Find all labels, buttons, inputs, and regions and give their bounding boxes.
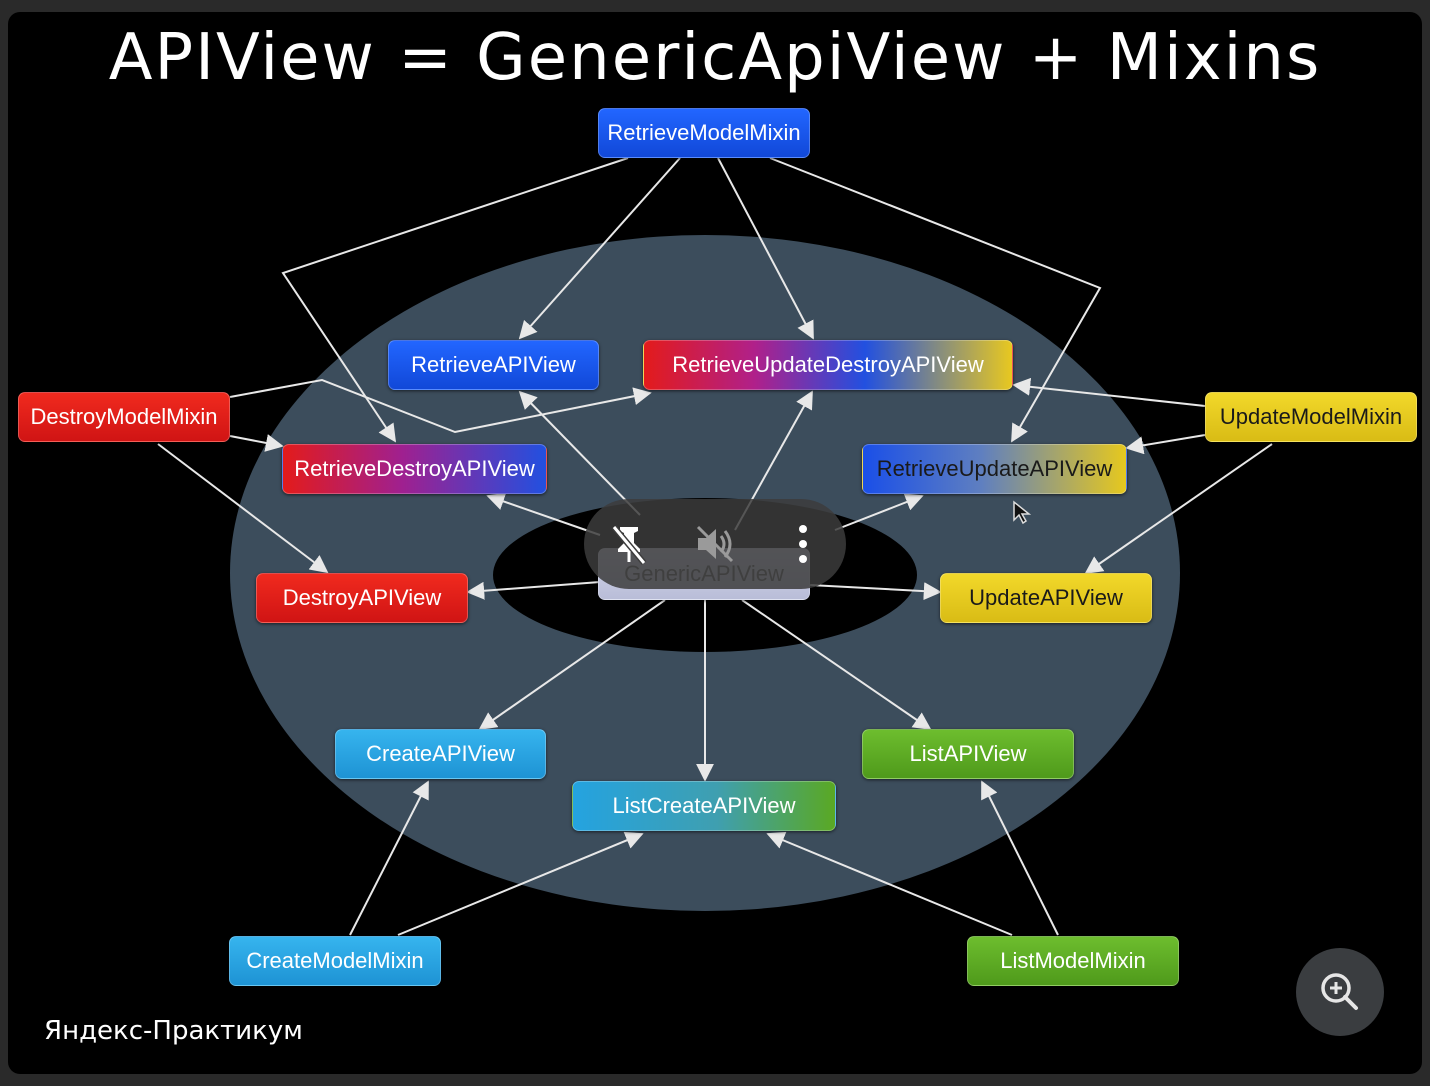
edge <box>349 780 429 936</box>
unpin-icon[interactable] <box>604 519 654 569</box>
edge <box>518 390 641 516</box>
more-vertical-icon[interactable] <box>778 519 828 569</box>
edge <box>486 492 601 536</box>
mouse-cursor-icon <box>1013 500 1032 525</box>
node-retrieve-model-mixin: RetrieveModelMixin <box>598 108 810 158</box>
node-retrieve-destroy-api-view: RetrieveDestroyAPIView <box>282 444 547 494</box>
edge <box>478 599 666 731</box>
node-retrieve-update-destroy-api-view: RetrieveUpdateDestroyAPIView <box>643 340 1013 390</box>
edge <box>741 599 932 731</box>
node-update-api-view: UpdateAPIView <box>940 573 1152 623</box>
node-list-api-view: ListAPIView <box>862 729 1074 779</box>
node-retrieve-api-view: RetrieveAPIView <box>388 340 599 390</box>
edge <box>518 157 681 340</box>
brand-caption: Яндекс-Практикум <box>44 1016 303 1046</box>
edge <box>809 582 942 601</box>
edge <box>397 831 644 936</box>
mute-icon[interactable] <box>690 519 740 569</box>
slide-title: APIView = GenericApiView + Mixins <box>108 21 1322 95</box>
edge <box>717 157 814 340</box>
edge <box>229 378 652 434</box>
video-controls-bar <box>584 499 846 589</box>
edge <box>834 493 924 531</box>
node-retrieve-update-api-view: RetrieveUpdateAPIView <box>862 444 1127 494</box>
node-list-create-api-view: ListCreateAPIView <box>572 781 836 831</box>
edge <box>1012 377 1206 407</box>
edge <box>1125 434 1206 455</box>
edge <box>229 434 284 452</box>
node-create-model-mixin: CreateModelMixin <box>229 936 441 986</box>
edge <box>157 443 329 574</box>
node-list-model-mixin: ListModelMixin <box>967 936 1179 986</box>
edge <box>981 780 1059 936</box>
zoom-in-button[interactable] <box>1296 948 1384 1036</box>
edge <box>281 157 629 443</box>
node-update-model-mixin: UpdateModelMixin <box>1205 392 1417 442</box>
node-destroy-api-view: DestroyAPIView <box>256 573 468 623</box>
edge <box>466 581 601 600</box>
node-destroy-model-mixin: DestroyModelMixin <box>18 392 230 442</box>
zoom-in-icon <box>1321 973 1358 1010</box>
edge <box>1084 443 1273 575</box>
edge <box>769 157 1102 443</box>
node-create-api-view: CreateAPIView <box>335 729 546 779</box>
edge <box>766 831 1013 936</box>
